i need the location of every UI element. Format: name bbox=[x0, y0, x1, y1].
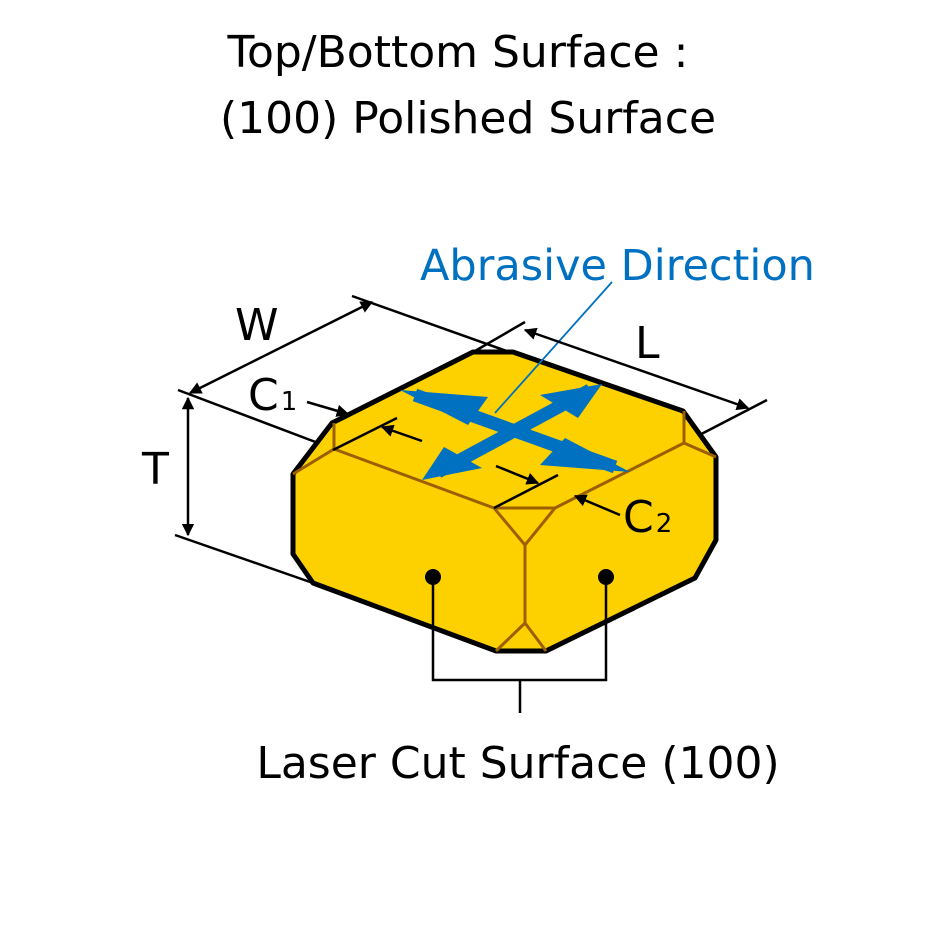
l-dimension bbox=[523, 327, 750, 411]
w-dimension bbox=[188, 300, 374, 395]
c2-arrow-inner bbox=[573, 494, 621, 517]
laser-cut-dot-left bbox=[425, 569, 441, 585]
c1-label: C1 bbox=[248, 370, 297, 421]
dimension-lines bbox=[174, 294, 768, 585]
title-line-1: Top/Bottom Surface : bbox=[227, 27, 689, 78]
c2-arrow-outer bbox=[495, 464, 540, 485]
title-line-2: (100) Polished Surface bbox=[220, 93, 716, 144]
crystal-edges bbox=[292, 411, 717, 653]
c1-arrow-inner bbox=[380, 424, 423, 443]
w-label: W bbox=[235, 300, 279, 351]
laser-cut-leader bbox=[431, 577, 608, 713]
c1-arrow-outer bbox=[306, 400, 350, 417]
laser-cut-dot-right bbox=[598, 569, 614, 585]
t-label: T bbox=[141, 444, 169, 495]
c2-extension bbox=[493, 473, 559, 510]
l-label: L bbox=[635, 318, 660, 369]
c2-label: C2 bbox=[623, 492, 672, 543]
abrasive-direction-label: Abrasive Direction bbox=[420, 241, 815, 291]
laser-cut-label: Laser Cut Surface (100) bbox=[256, 738, 779, 789]
c1-extension bbox=[332, 416, 398, 452]
